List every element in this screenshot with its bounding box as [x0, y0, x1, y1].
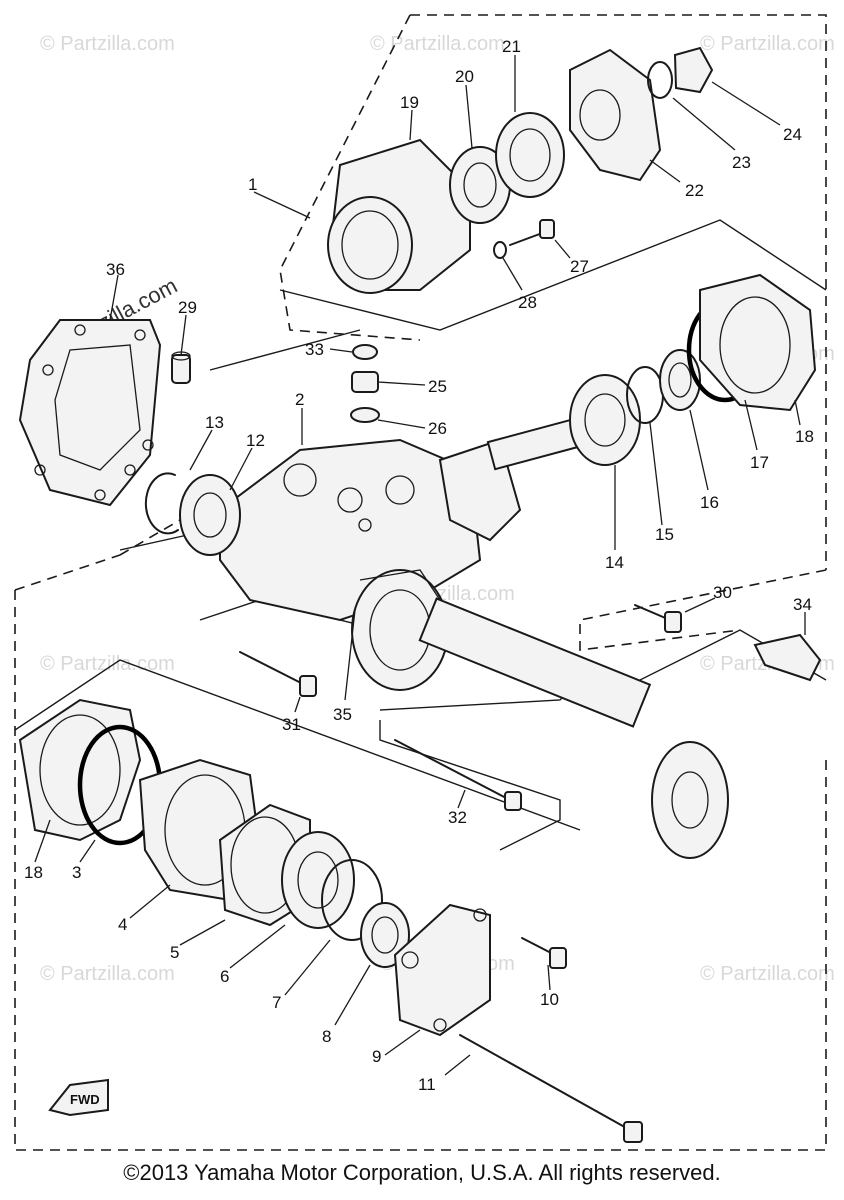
watermark-text: © Partzilla.com	[370, 33, 505, 55]
label-12: 12	[246, 431, 265, 450]
final-gear-housing	[219, 438, 482, 691]
label-34: 34	[793, 595, 812, 614]
bolt-10	[521, 937, 567, 969]
label-22: 22	[685, 181, 704, 200]
ring-gear-assembly	[438, 374, 641, 542]
label-25: 25	[428, 377, 447, 396]
circlip-13	[144, 472, 179, 535]
label-11: 11	[418, 1075, 436, 1094]
fwd-arrow-icon: FWD	[48, 1078, 109, 1117]
label-16: 16	[700, 493, 719, 512]
label-36: 36	[106, 260, 125, 279]
label-9: 9	[372, 1047, 381, 1066]
label-18-upper: 18	[795, 427, 814, 446]
label-26: 26	[428, 419, 447, 438]
stud-bolt-31	[239, 651, 317, 697]
coupling-22	[569, 48, 662, 182]
watermark-text: © Partzilla.com	[40, 963, 175, 985]
seal-21	[495, 112, 565, 198]
watermark-text: © Partzilla.com	[40, 653, 175, 675]
watermark-text: © Partzilla.com	[40, 33, 175, 55]
label-35: 35	[333, 705, 352, 724]
copyright-notice: ©2013 Yamaha Motor Corporation, U.S.A. A…	[123, 1160, 721, 1185]
label-23: 23	[732, 153, 751, 172]
label-6: 6	[220, 967, 229, 986]
label-2: 2	[295, 390, 304, 409]
long-bolt-11	[459, 1034, 643, 1143]
label-8: 8	[322, 1027, 331, 1046]
bearing-6	[281, 831, 355, 929]
label-27: 27	[570, 257, 589, 276]
gasket-18-upper	[699, 273, 817, 412]
watermark-text: © Partzilla.com	[700, 33, 835, 55]
watermark-text: © Partzilla.com	[700, 963, 835, 985]
label-20: 20	[455, 67, 474, 86]
label-31: 31	[282, 715, 301, 734]
breather-parts	[350, 344, 380, 423]
stud-bolt-32	[394, 739, 522, 811]
label-21: 21	[502, 37, 521, 56]
bracket-34	[753, 633, 822, 682]
bearing-housing-19	[327, 138, 471, 294]
cover-9	[393, 903, 491, 1037]
label-3: 3	[72, 863, 81, 882]
fwd-label: FWD	[70, 1092, 100, 1107]
label-14: 14	[605, 553, 624, 572]
bearing-12	[179, 474, 241, 556]
gasket-36	[18, 319, 162, 507]
leader-lines	[34, 55, 806, 1076]
bolt-30	[634, 604, 682, 633]
label-28: 28	[518, 293, 537, 312]
label-1: 1	[248, 175, 257, 194]
exploded-parts-diagram: © Partzilla.com © Partzilla.com © Partzi…	[14, 14, 835, 1151]
washer-28	[493, 241, 507, 259]
label-15: 15	[655, 525, 674, 544]
label-32: 32	[448, 808, 467, 827]
shim-7	[321, 859, 383, 941]
label-4: 4	[118, 915, 127, 934]
oil-seal-8	[360, 902, 410, 968]
label-29: 29	[178, 298, 197, 317]
dowel-pin-29	[171, 351, 191, 384]
label-17: 17	[750, 453, 769, 472]
label-13: 13	[205, 413, 224, 432]
label-18-lower: 18	[24, 863, 43, 882]
pinion-shaft	[418, 597, 729, 859]
bolt-27	[509, 219, 555, 246]
label-10: 10	[540, 990, 559, 1009]
part-number-labels: 1 2 3 4 5 6 7 8 9 10 11 12 13 14 15 16 1…	[24, 37, 814, 1094]
label-7: 7	[272, 993, 281, 1012]
washer-23	[647, 61, 673, 99]
label-24: 24	[783, 125, 802, 144]
label-30: 30	[713, 583, 732, 602]
label-19: 19	[400, 93, 419, 112]
label-33: 33	[305, 340, 324, 359]
nut-24	[673, 46, 714, 94]
label-5: 5	[170, 943, 179, 962]
